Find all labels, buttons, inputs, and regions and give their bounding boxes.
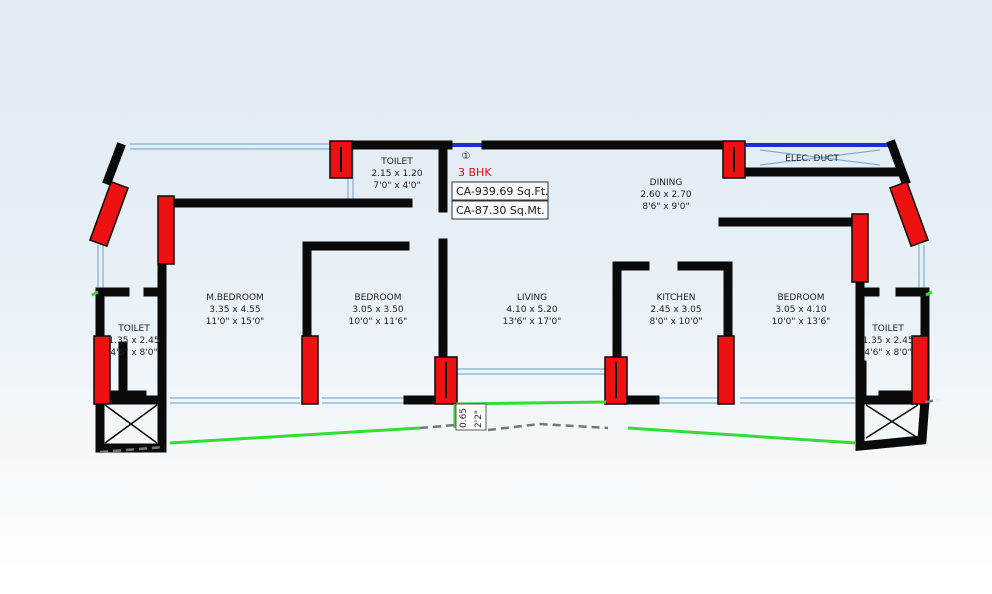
room-label-master-bedroom: M.BEDROOM 3.35 x 4.55 11'0" x 15'0" (206, 293, 265, 327)
room-label-toilet-top: TOILET 2.15 x 1.20 7'0" x 4'0" (371, 157, 422, 191)
room-label-bedroom-1: BEDROOM 3.05 x 3.50 10'0" x 11'6" (349, 293, 408, 327)
svg-text:13'6" x 17'0": 13'6" x 17'0" (503, 317, 562, 327)
flat-type: 3 BHK (458, 166, 492, 179)
opening-dim-ft: 2'2" (474, 410, 484, 428)
room-label-toilet-left: TOILET 1.35 x 2.45 4'6" x 8'0" (108, 324, 159, 358)
svg-text:1.35 x 2.45: 1.35 x 2.45 (862, 336, 913, 346)
svg-text:TOILET: TOILET (117, 324, 150, 334)
svg-text:7'0" x 4'0": 7'0" x 4'0" (373, 181, 420, 191)
carpet-area-sqft: CA-939.69 Sq.Ft. (456, 185, 549, 198)
svg-text:2.60 x 2.70: 2.60 x 2.70 (640, 190, 691, 200)
opening-dim-box (455, 403, 487, 431)
svg-text:4'6" x 8'0": 4'6" x 8'0" (864, 348, 911, 358)
svg-text:11'0" x 15'0": 11'0" x 15'0" (206, 317, 265, 327)
column-inner-lines (340, 147, 735, 398)
svg-text:2.45 x 3.05: 2.45 x 3.05 (650, 305, 701, 315)
svg-text:TOILET: TOILET (380, 157, 413, 167)
svg-text:8'6" x 9'0": 8'6" x 9'0" (642, 202, 689, 212)
room-label-living: LIVING 4.10 x 5.20 13'6" x 17'0" (503, 293, 562, 327)
svg-text:BEDROOM: BEDROOM (355, 293, 402, 303)
elec-duct-label: ELEC. DUCT (785, 154, 839, 164)
svg-text:3.05 x 4.10: 3.05 x 4.10 (775, 305, 826, 315)
shaft-crosses (104, 404, 919, 444)
svg-text:3.35 x 4.55: 3.35 x 4.55 (209, 305, 260, 315)
room-label-toilet-right: TOILET 1.35 x 2.45 4'6" x 8'0" (862, 324, 913, 358)
window-frames (97, 143, 925, 404)
room-label-dining: DINING 2.60 x 2.70 8'6" x 9'0" (640, 178, 691, 212)
room-label-bedroom-2: BEDROOM 3.05 x 4.10 10'0" x 13'6" (772, 293, 831, 327)
svg-text:LIVING: LIVING (517, 293, 547, 303)
svg-text:DINING: DINING (650, 178, 683, 188)
area-box-sqft (451, 181, 549, 201)
columns (88, 140, 930, 405)
area-box-sqmt (451, 200, 549, 220)
svg-text:M.BEDROOM: M.BEDROOM (206, 293, 264, 303)
svg-text:KITCHEN: KITCHEN (657, 293, 696, 303)
svg-text:1.35 x 2.45: 1.35 x 2.45 (108, 336, 159, 346)
svg-text:10'0" x 11'6": 10'0" x 11'6" (349, 317, 408, 327)
svg-text:TOILET: TOILET (871, 324, 904, 334)
balcony-lines (91, 290, 933, 445)
svg-text:4'6" x 8'0": 4'6" x 8'0" (110, 348, 157, 358)
carpet-area-sqmt: CA-87.30 Sq.Mt. (456, 204, 545, 217)
svg-text:2.15 x 1.20: 2.15 x 1.20 (371, 169, 422, 179)
opening-dim-m: 0.65 (459, 408, 469, 428)
svg-text:BEDROOM: BEDROOM (778, 293, 825, 303)
flat-marker: ① (462, 151, 471, 162)
dashed-lines (99, 398, 939, 454)
svg-text:3.05 x 3.50: 3.05 x 3.50 (352, 305, 403, 315)
svg-text:8'0" x 10'0": 8'0" x 10'0" (650, 317, 703, 327)
svg-text:10'0" x 13'6": 10'0" x 13'6" (772, 317, 831, 327)
room-label-kitchen: KITCHEN 2.45 x 3.05 8'0" x 10'0" (650, 293, 703, 327)
svg-text:4.10 x 5.20: 4.10 x 5.20 (506, 305, 557, 315)
